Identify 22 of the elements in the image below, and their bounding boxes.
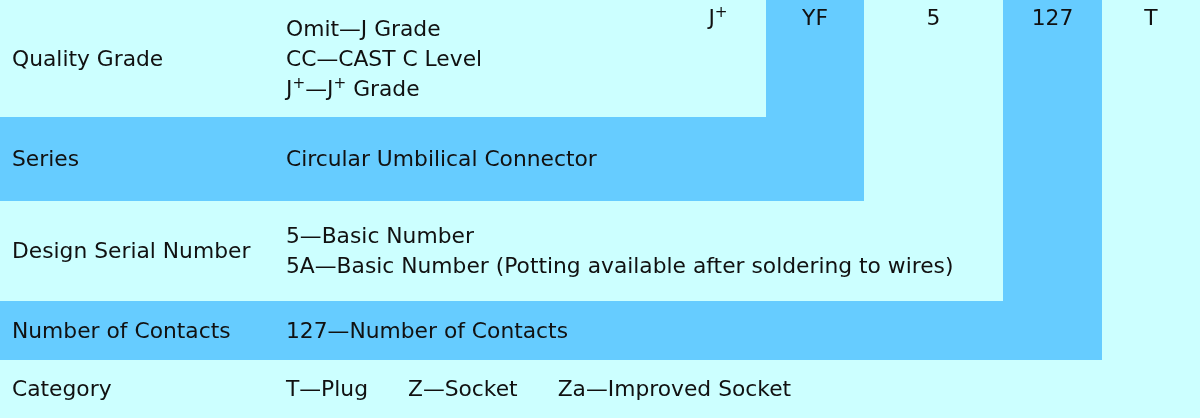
field-label: Number of Contacts xyxy=(12,317,231,344)
option-text: 5—Basic Number xyxy=(286,223,475,249)
field-label: Category xyxy=(12,376,112,402)
part-code: J$^{+}$ xyxy=(708,5,728,31)
option-text: J$^{+}$—J$^{+}$ Grade xyxy=(286,75,421,102)
option-text: Omit—J Grade xyxy=(286,15,442,42)
option-text: 127—Number of Contacts xyxy=(286,317,568,344)
option-text: CC—CAST C Level xyxy=(286,45,483,72)
part-code: 127 xyxy=(1031,5,1074,31)
option-text: T—Plug xyxy=(286,376,368,402)
part-code: 5 xyxy=(926,5,941,31)
part-code: T xyxy=(1144,5,1158,31)
field-label: Quality Grade xyxy=(12,45,164,72)
option-text: 5A—Basic Number (Potting available after soldering to wires) xyxy=(286,253,954,279)
option-text: Circular Umbilical Connector xyxy=(286,146,597,172)
field-label: Series xyxy=(12,146,80,172)
field-label: Design Serial Number xyxy=(12,238,251,264)
option-text: Z—Socket xyxy=(407,376,518,402)
part-code: YF xyxy=(802,5,828,31)
row-band xyxy=(0,301,1102,360)
row-band xyxy=(0,117,864,201)
option-text: Za—Improved Socket xyxy=(557,376,792,402)
